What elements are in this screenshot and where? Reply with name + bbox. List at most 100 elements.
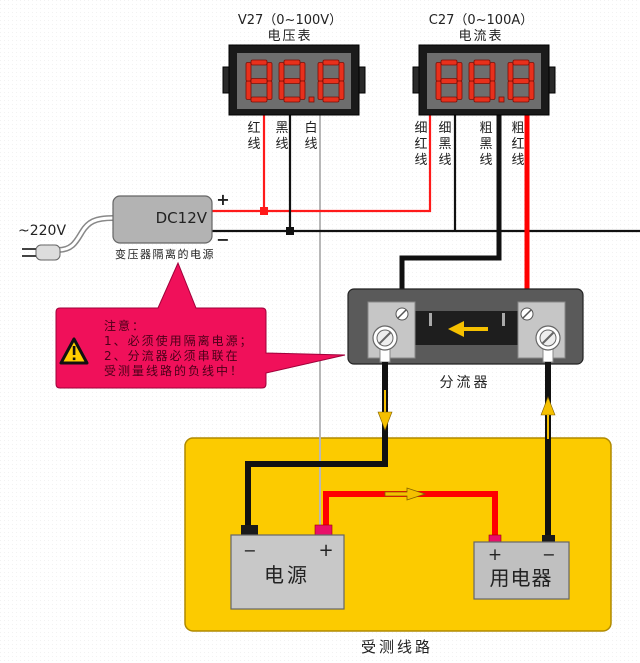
segment-f — [245, 62, 252, 82]
warning-callout: 注意： 1、必须使用隔离电源； 2、分流器必须串联在 受测量线路的负线中！ — [55, 261, 346, 389]
segment-e — [245, 80, 252, 100]
large-screw-slot — [541, 331, 555, 345]
psu-positive-wire — [210, 110, 432, 213]
voltmeter-display — [245, 59, 345, 103]
segment-b — [489, 62, 496, 82]
ammeter-wire-label-thin-red: 细 — [414, 121, 427, 136]
psu-body — [112, 195, 213, 244]
power-source: − + 电源 — [230, 524, 345, 610]
voltmeter-wire-label-black-2: 线 — [275, 137, 288, 152]
warning-line-2: 2、分流器必须串联在 — [104, 349, 240, 363]
segment-e — [435, 80, 442, 100]
segment-c — [528, 80, 535, 100]
segment-c — [456, 80, 463, 100]
decimal-point — [498, 96, 505, 103]
warning-line-1: 1、必须使用隔离电源； — [104, 333, 254, 348]
voltmeter-name: 电压表 — [267, 29, 312, 44]
voltmeter-wire-label-red-1: 红 — [247, 120, 260, 136]
psu-minus-sign: − — [216, 230, 229, 249]
ammeter-wire-label-thick-black-2: 黑 — [479, 137, 492, 152]
voltmeter-wire-label-white-1: 白 — [304, 120, 317, 136]
voltmeter-wire-label-black-1: 黑 — [275, 121, 288, 136]
warning-line-3: 受测量线路的负线中！ — [104, 363, 244, 378]
voltmeter-wire-label-red-2: 线 — [247, 137, 260, 152]
source-plus-sign: + — [318, 540, 333, 561]
junction-black — [286, 227, 294, 235]
segment-b — [456, 62, 463, 82]
digit — [435, 59, 463, 103]
segment-c — [299, 80, 306, 100]
decimal-point — [308, 96, 315, 103]
psu-caption: 变压器隔离的电源 — [115, 247, 215, 261]
ammeter-wire-label-thick-red-3: 线 — [511, 153, 524, 168]
segment-e — [317, 80, 324, 100]
power-cable-inner — [57, 216, 114, 252]
digit — [507, 59, 535, 103]
segment-f — [468, 62, 475, 82]
digit — [245, 59, 273, 103]
load-minus-sign: − — [542, 545, 555, 564]
segment-d — [440, 96, 458, 103]
ammeter-wire-label-thick-red-2: 红 — [511, 136, 524, 152]
source-negative-terminal — [241, 525, 258, 536]
segment-c — [266, 80, 273, 100]
ammeter-wire-label-thick-red: 粗 — [511, 121, 524, 136]
segment-f — [435, 62, 442, 82]
segment-g — [283, 78, 301, 84]
plug-icon — [35, 244, 61, 261]
segment-g — [440, 78, 458, 84]
digit — [317, 59, 345, 103]
shunt-mark-right — [502, 313, 505, 326]
circuit-label: 受测线路 — [361, 638, 433, 656]
load-plus-sign: + — [488, 545, 502, 565]
segment-c — [338, 80, 345, 100]
segment-b — [338, 62, 345, 82]
segment-a — [322, 59, 340, 66]
power-supply: ~220V DC12V + − 变压器隔离的电源 — [18, 190, 230, 261]
ammeter-wire-label-thick-black: 粗 — [479, 121, 492, 136]
segment-a — [512, 59, 530, 66]
segment-g — [322, 78, 340, 84]
warning-triangle-icon — [59, 337, 89, 365]
right-arrow-icon — [384, 487, 427, 501]
ammeter-wire-label-thin-black-2: 黑 — [438, 137, 451, 152]
segment-e — [278, 80, 285, 100]
large-screw-slot — [378, 331, 392, 345]
warning-bubble — [55, 261, 346, 389]
segment-e — [468, 80, 475, 100]
ammeter-wire-label-thick-black-3: 线 — [479, 153, 492, 168]
source-body — [230, 534, 345, 610]
ammeter-thick-black-wire — [399, 110, 502, 305]
load-device: + − 用电器 — [473, 534, 570, 600]
left-arrow-icon — [448, 321, 488, 337]
segment-d — [250, 96, 268, 103]
segment-f — [317, 62, 324, 82]
voltmeter-model: V27（0~100V） — [238, 13, 342, 28]
input-voltage-label: ~220V — [18, 223, 66, 239]
ammeter-wire-label-thin-red-3: 线 — [414, 153, 427, 168]
down-arrow-icon — [377, 390, 393, 431]
segment-d — [283, 96, 301, 103]
psu-label: DC12V — [156, 209, 208, 227]
shunt-label: 分流器 — [440, 375, 491, 391]
segment-a — [250, 59, 268, 66]
load-label: 用电器 — [490, 566, 553, 590]
segment-f — [278, 62, 285, 82]
voltmeter — [222, 44, 366, 116]
segment-b — [299, 62, 306, 82]
segment-a — [283, 59, 301, 66]
small-screw-slot — [397, 309, 407, 319]
ammeter-model: C27（0~100A） — [429, 13, 534, 28]
segment-g — [250, 78, 268, 84]
shunt-mark-left — [429, 313, 432, 326]
ammeter-name: 电流表 — [458, 29, 503, 44]
up-arrow-icon — [540, 396, 556, 439]
load-negative-terminal — [542, 535, 555, 543]
segment-a — [473, 59, 491, 66]
segment-e — [507, 80, 514, 100]
source-minus-sign: − — [243, 541, 256, 560]
segment-f — [507, 62, 514, 82]
source-positive-terminal — [314, 524, 333, 537]
digit — [468, 59, 496, 103]
